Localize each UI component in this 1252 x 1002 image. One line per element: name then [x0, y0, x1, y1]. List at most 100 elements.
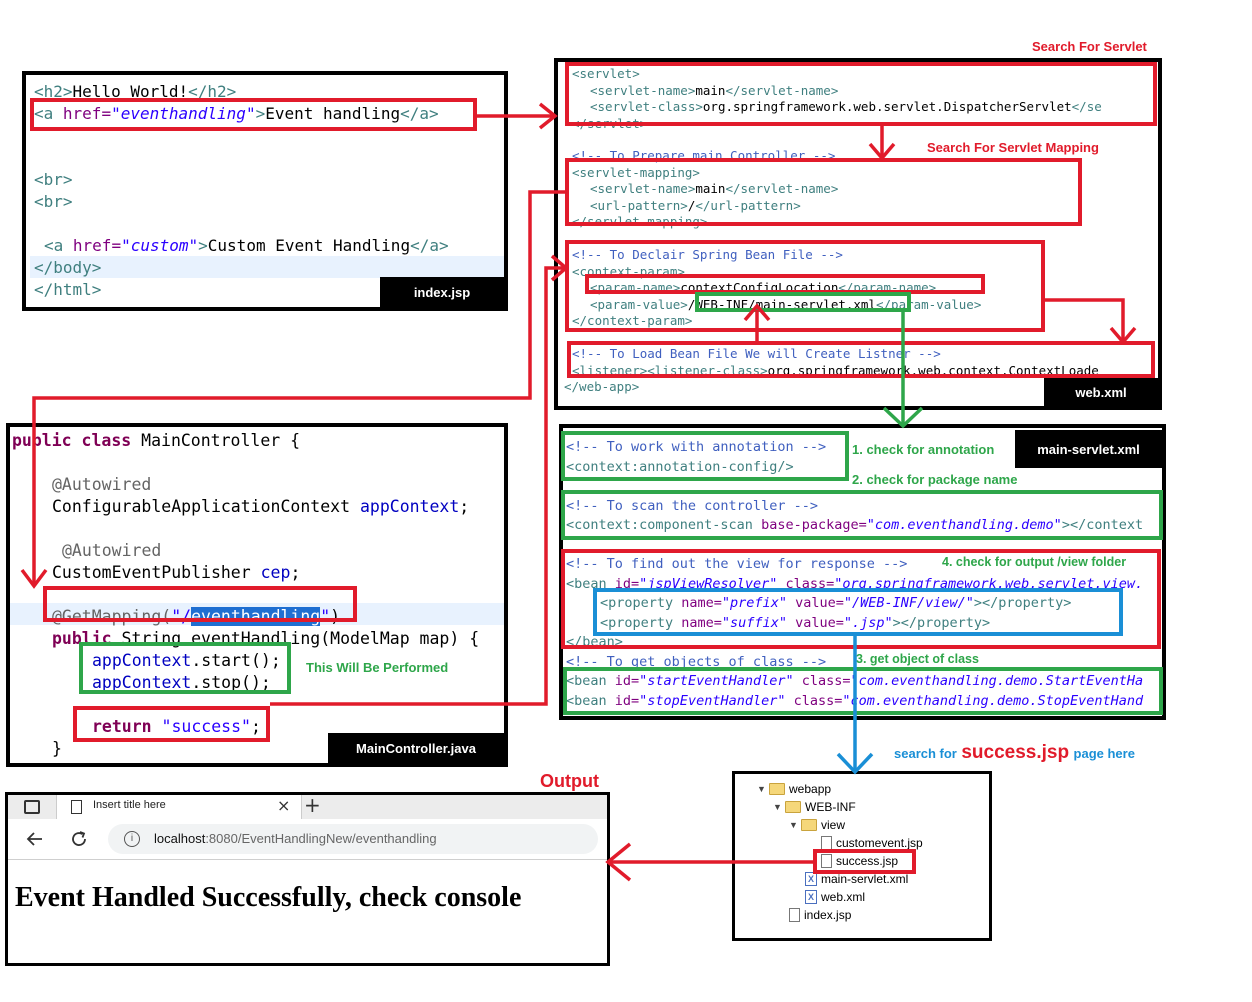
tree-item-webinf[interactable]: ▼ WEB-INF — [773, 800, 856, 814]
index-jsp-caption: index.jsp — [380, 277, 504, 307]
index-link-highlight — [30, 98, 477, 131]
custom-event-link-text: Custom Event Handling — [207, 236, 411, 255]
servlet-name-close: </servlet-name> — [725, 82, 839, 98]
br-tag-2: <br> — [34, 192, 73, 211]
servlet-mapping-highlight — [565, 158, 1082, 226]
bean-resolver-id-value: "jspViewResolver" — [639, 575, 778, 592]
tree-label-webapp: webapp — [789, 782, 832, 796]
browser-tab-bar: Insert title here × + — [8, 795, 607, 819]
servlet-name-value: main — [695, 82, 726, 98]
bean-resolver-class-value: "org.springframework.web.servlet.view. — [834, 575, 1144, 592]
prefix-name-value: "prefix" — [721, 595, 787, 611]
tree-item-success[interactable]: success.jsp — [821, 854, 898, 868]
close-icon[interactable]: × — [277, 796, 291, 815]
tree-item-view[interactable]: ▼view — [789, 818, 845, 832]
chevron-down-icon[interactable]: ▼ — [789, 820, 798, 830]
component-scan-close: ></context — [1061, 517, 1144, 533]
xml-file-icon: X — [805, 890, 817, 904]
web-xml-code: <servlet> <servlet-name>main</servlet-na… — [564, 66, 1102, 394]
component-scan-highlight — [561, 490, 1163, 540]
arrow-mapping-to-controller — [32, 190, 565, 584]
param-value-open: <param-value> — [590, 296, 688, 312]
label-check-annotation: 1. check for annotation — [852, 442, 995, 457]
href-attr: href= — [62, 104, 112, 123]
semicolon-3: ; — [250, 717, 261, 736]
servlet-class-close: </se — [1071, 99, 1102, 114]
comment-scan-controller: <!-- To scan the controller --> — [566, 497, 818, 514]
hello-world-text: Hello World! — [72, 82, 189, 101]
url-pattern-close: </url-pattern> — [695, 197, 801, 213]
arrowhead-index-to-servlet — [538, 102, 558, 130]
autowired-annotation-2: @Autowired — [62, 541, 162, 560]
plus-icon[interactable]: + — [304, 793, 321, 817]
url-path: :8080/EventHandlingNew/eventhandling — [205, 831, 437, 846]
browser-tab[interactable]: Insert title here × — [56, 795, 302, 819]
bean-start-open: <bean — [566, 673, 615, 689]
address-url: localhost:8080/EventHandlingNew/eventhan… — [154, 831, 437, 846]
tab-page-icon — [71, 800, 82, 814]
tree-label-index: index.jsp — [804, 908, 852, 922]
label-search-for: search for — [894, 746, 957, 761]
index-current-line-highlight — [30, 256, 504, 278]
url-pattern-value: / — [687, 197, 696, 213]
reload-icon[interactable] — [70, 830, 88, 848]
main-controller-caption: MainController.java — [328, 733, 504, 763]
return-highlight — [73, 706, 270, 742]
annotation-highlight — [561, 431, 849, 481]
servlet-name-open: <servlet-name> — [590, 82, 696, 98]
semicolon-1: ; — [459, 497, 470, 516]
browser-output-panel: Insert title here × + i localhost:8080/E… — [5, 792, 610, 966]
base-package-value: "com.eventhandling.demo" — [866, 517, 1062, 533]
browser-address-row: i localhost:8080/EventHandlingNew/eventh… — [8, 819, 607, 859]
listener-open: <listener><listener-class> — [572, 362, 768, 378]
arrowhead-mapping-to-controller — [20, 568, 48, 589]
return-success-string: "success" — [161, 717, 251, 736]
tree-label-success: success.jsp — [836, 854, 899, 868]
tree-label-mainservlet: main-servlet.xml — [821, 872, 909, 886]
prefix-value-attr: value= — [786, 595, 844, 611]
mapping-servlet-name-value: main — [695, 181, 726, 196]
chevron-down-icon[interactable]: ▼ — [773, 802, 782, 812]
event-handling-link-text: Event handling — [265, 104, 401, 123]
bean-start-class-attr: class= — [793, 673, 851, 689]
web-xml-panel: <servlet> <servlet-name>main</servlet-na… — [554, 58, 1162, 410]
label-page-here: page here — [1073, 746, 1135, 761]
servlet-block-highlight — [565, 62, 1157, 126]
back-arrow-icon[interactable] — [26, 830, 44, 848]
h2-close-tag: </h2> — [188, 82, 237, 101]
servlet-open-tag: <servlet> — [572, 66, 640, 81]
label-will-be-performed: This Will Be Performed — [306, 660, 449, 675]
output-message: Event Handled Successfully, check consol… — [15, 882, 522, 913]
bean-stop-id-attr: id= — [614, 692, 640, 709]
bean-stop-class-value: "com.eventhandling.demo.StopEventHand — [842, 692, 1144, 709]
property-prefix-close: ></property> — [973, 595, 1072, 611]
chevron-down-icon[interactable]: ▼ — [757, 784, 766, 794]
label-check-package: 2. check for package name — [852, 472, 1018, 487]
tree-item-index[interactable]: index.jsp — [789, 908, 851, 922]
arrowhead-servlet-to-mapping — [868, 142, 896, 161]
info-icon[interactable]: i — [124, 831, 140, 847]
app-context-field: appContext — [359, 497, 460, 516]
property-prefix-open: <property — [600, 595, 682, 611]
sidebar-icon[interactable] — [24, 800, 40, 814]
web-app-close-tag: </web-app> — [564, 379, 640, 394]
bean-resolver-class-attr: class= — [777, 575, 835, 592]
bean-stop-id-value: "stopEventHandler" — [639, 692, 786, 709]
file-icon — [821, 854, 832, 868]
event-beans-highlight — [563, 667, 1163, 715]
tree-label-webinf: WEB-INF — [805, 800, 856, 814]
tree-item-webapp[interactable]: ▼ webapp — [757, 782, 831, 796]
context-param-close-tag: </context-param> — [572, 313, 693, 328]
anchor-close-tag: </a> — [400, 104, 439, 123]
address-bar[interactable]: i localhost:8080/EventHandlingNew/eventh… — [108, 824, 598, 854]
web-xml-caption: web.xml — [1044, 378, 1158, 406]
bean-stop-open: <bean — [566, 692, 615, 709]
tree-label-customevent: customevent.jsp — [836, 836, 923, 850]
body-close-tag: </body> — [34, 258, 102, 277]
br-tag-1: <br> — [34, 170, 73, 189]
url-host: localhost — [154, 831, 206, 846]
tag-close-bracket-2: > — [198, 236, 208, 255]
